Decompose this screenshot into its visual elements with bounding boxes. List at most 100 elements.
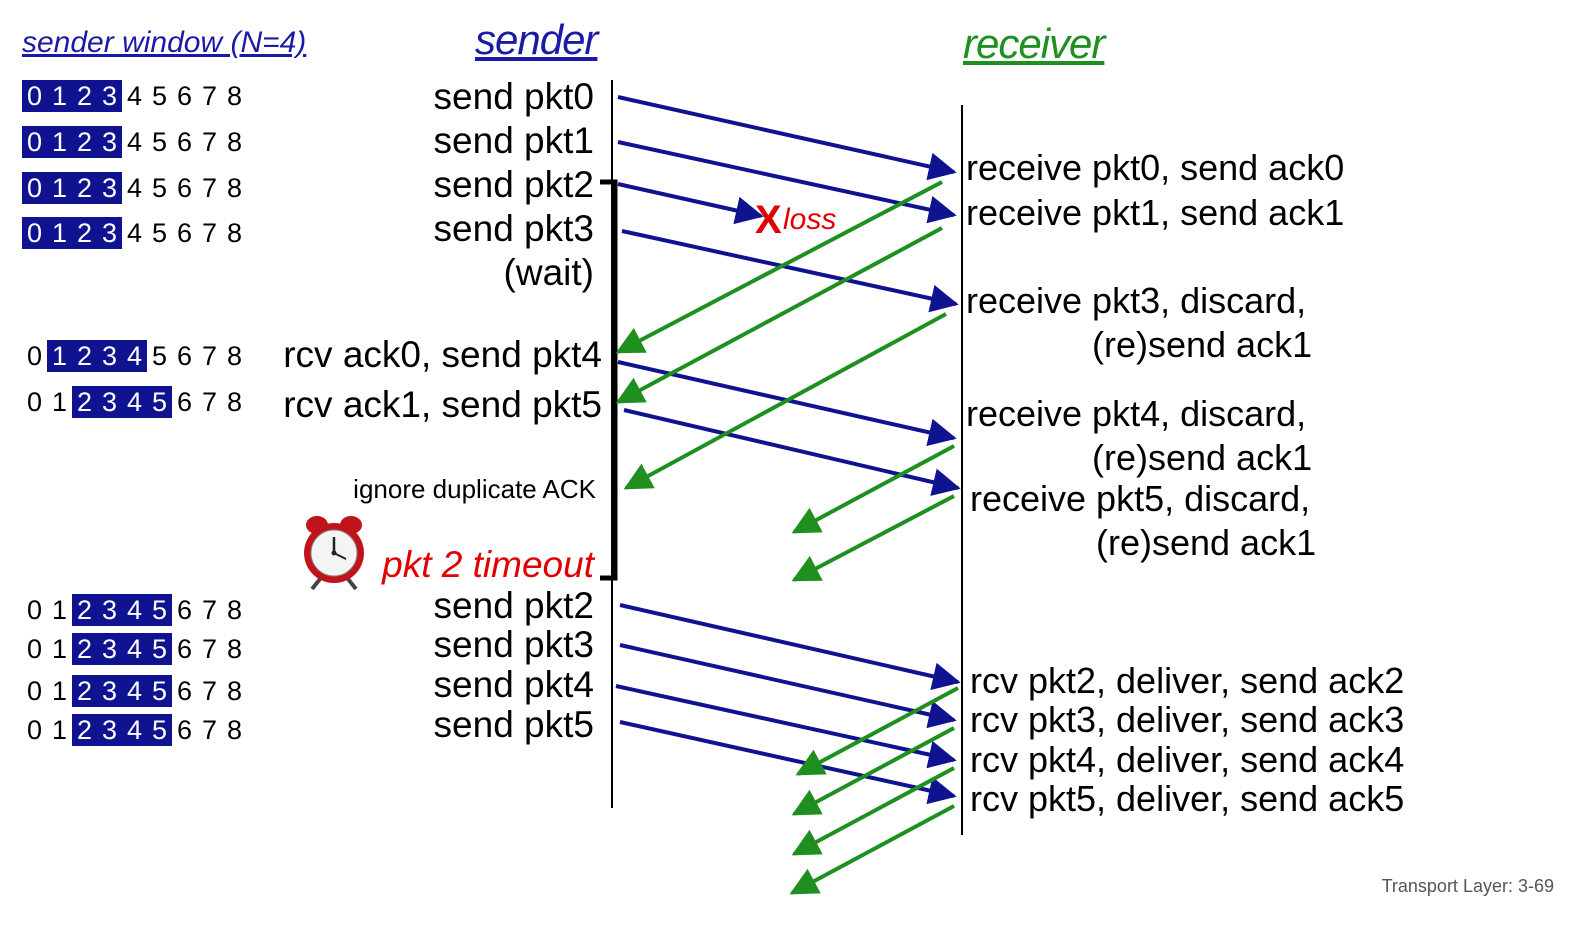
seq-number: 8 — [226, 127, 243, 157]
seq-number: 5 — [151, 173, 168, 203]
seq-number: 1 — [51, 595, 68, 625]
seq-number: 6 — [176, 634, 193, 664]
seq-number: 0 — [26, 341, 43, 371]
sender-event: send pkt3 — [433, 624, 594, 665]
loss-label: loss — [783, 203, 837, 236]
seq-number: 1 — [51, 676, 68, 706]
seq-number: 8 — [226, 341, 243, 371]
seq-number: 7 — [201, 173, 218, 203]
seq-number: 7 — [201, 387, 218, 417]
seq-number: 3 — [97, 126, 122, 158]
seq-number: 4 — [126, 81, 143, 111]
seq-number: 3 — [97, 340, 122, 372]
seq-number: 2 — [72, 386, 97, 418]
seq-number: 8 — [226, 387, 243, 417]
seq-number: 0 — [26, 715, 43, 745]
seq-number: 1 — [47, 340, 72, 372]
receiver-event: receive pkt5, discard, — [970, 478, 1311, 519]
sender-event: send pkt5 — [433, 704, 594, 745]
seq-number: 2 — [72, 714, 97, 746]
seq-number: 0 — [22, 172, 47, 204]
ack1-dup-arrow — [623, 312, 947, 490]
receiver-heading: receiver — [963, 20, 1105, 67]
seq-number: 8 — [226, 715, 243, 745]
receiver-event: receive pkt0, send ack0 — [966, 147, 1345, 188]
pkt4-resend-arrow — [615, 684, 957, 769]
pkt5-arrow — [623, 408, 961, 496]
seq-number: 0 — [26, 634, 43, 664]
sender-event: send pkt2 — [433, 585, 594, 626]
seq-number: 3 — [97, 594, 122, 626]
seq-number: 8 — [226, 81, 243, 111]
seq-number: 7 — [201, 81, 218, 111]
seq-number: 6 — [176, 81, 193, 111]
seq-number: 2 — [72, 594, 97, 626]
pkt2-resend-arrow — [619, 603, 961, 691]
seq-number: 2 — [72, 126, 97, 158]
pkt3-resend-arrow — [619, 643, 957, 729]
sender-event: rcv ack0, send pkt4 — [283, 334, 602, 375]
ack0-arrow — [615, 180, 943, 354]
seq-number: 5 — [147, 594, 172, 626]
ack1-dup-arrow — [791, 494, 955, 582]
seq-number: 2 — [72, 340, 97, 372]
seq-number: 5 — [151, 218, 168, 248]
seq-number: 2 — [72, 172, 97, 204]
seq-number: 8 — [226, 595, 243, 625]
seq-number: 0 — [22, 80, 47, 112]
timer-bracket — [600, 179, 618, 581]
seq-number: 8 — [226, 218, 243, 248]
seq-number: 6 — [176, 218, 193, 248]
ack1-arrow — [615, 226, 943, 404]
seq-number: 5 — [151, 341, 168, 371]
seq-number: 1 — [51, 715, 68, 745]
seq-number: 2 — [72, 80, 97, 112]
receiver-event: receive pkt1, send ack1 — [966, 192, 1345, 233]
seq-number: 7 — [201, 676, 218, 706]
seq-number: 1 — [47, 80, 72, 112]
ack3-arrow — [791, 726, 955, 816]
sender-event: send pkt3 — [433, 208, 594, 249]
seq-number: 2 — [72, 217, 97, 249]
seq-number: 4 — [122, 714, 147, 746]
seq-number: 7 — [201, 341, 218, 371]
sender-event: send pkt4 — [433, 664, 594, 705]
pkt2-lost-arrow — [617, 182, 764, 225]
receiver-event: (re)send ack1 — [1092, 437, 1313, 478]
seq-number: 8 — [226, 634, 243, 664]
sender-window-heading: sender window (N=4) — [22, 26, 307, 59]
seq-number: 5 — [147, 675, 172, 707]
seq-number: 1 — [51, 387, 68, 417]
timeout-label: pkt 2 timeout — [382, 544, 594, 585]
seq-number: 5 — [147, 386, 172, 418]
seq-number: 8 — [226, 676, 243, 706]
pkt5-resend-arrow — [619, 720, 957, 805]
seq-number: 6 — [176, 715, 193, 745]
receiver-event: rcv pkt3, deliver, send ack3 — [970, 699, 1405, 740]
seq-number: 4 — [126, 218, 143, 248]
seq-number: 1 — [47, 126, 72, 158]
seq-number: 0 — [26, 595, 43, 625]
seq-number: 4 — [122, 675, 147, 707]
seq-number: 3 — [97, 80, 122, 112]
alarm-clock-icon — [304, 516, 364, 591]
seq-number: 8 — [226, 173, 243, 203]
receiver-event: receive pkt3, discard, — [966, 280, 1307, 321]
sender-event: send pkt0 — [433, 76, 594, 117]
seq-number: 5 — [147, 633, 172, 665]
seq-number: 2 — [72, 675, 97, 707]
seq-number: 4 — [126, 127, 143, 157]
seq-number: 0 — [26, 676, 43, 706]
sender-event: rcv ack1, send pkt5 — [283, 384, 602, 425]
seq-number: 3 — [97, 714, 122, 746]
seq-number: 3 — [97, 675, 122, 707]
seq-number: 3 — [97, 633, 122, 665]
seq-number: 6 — [176, 341, 193, 371]
